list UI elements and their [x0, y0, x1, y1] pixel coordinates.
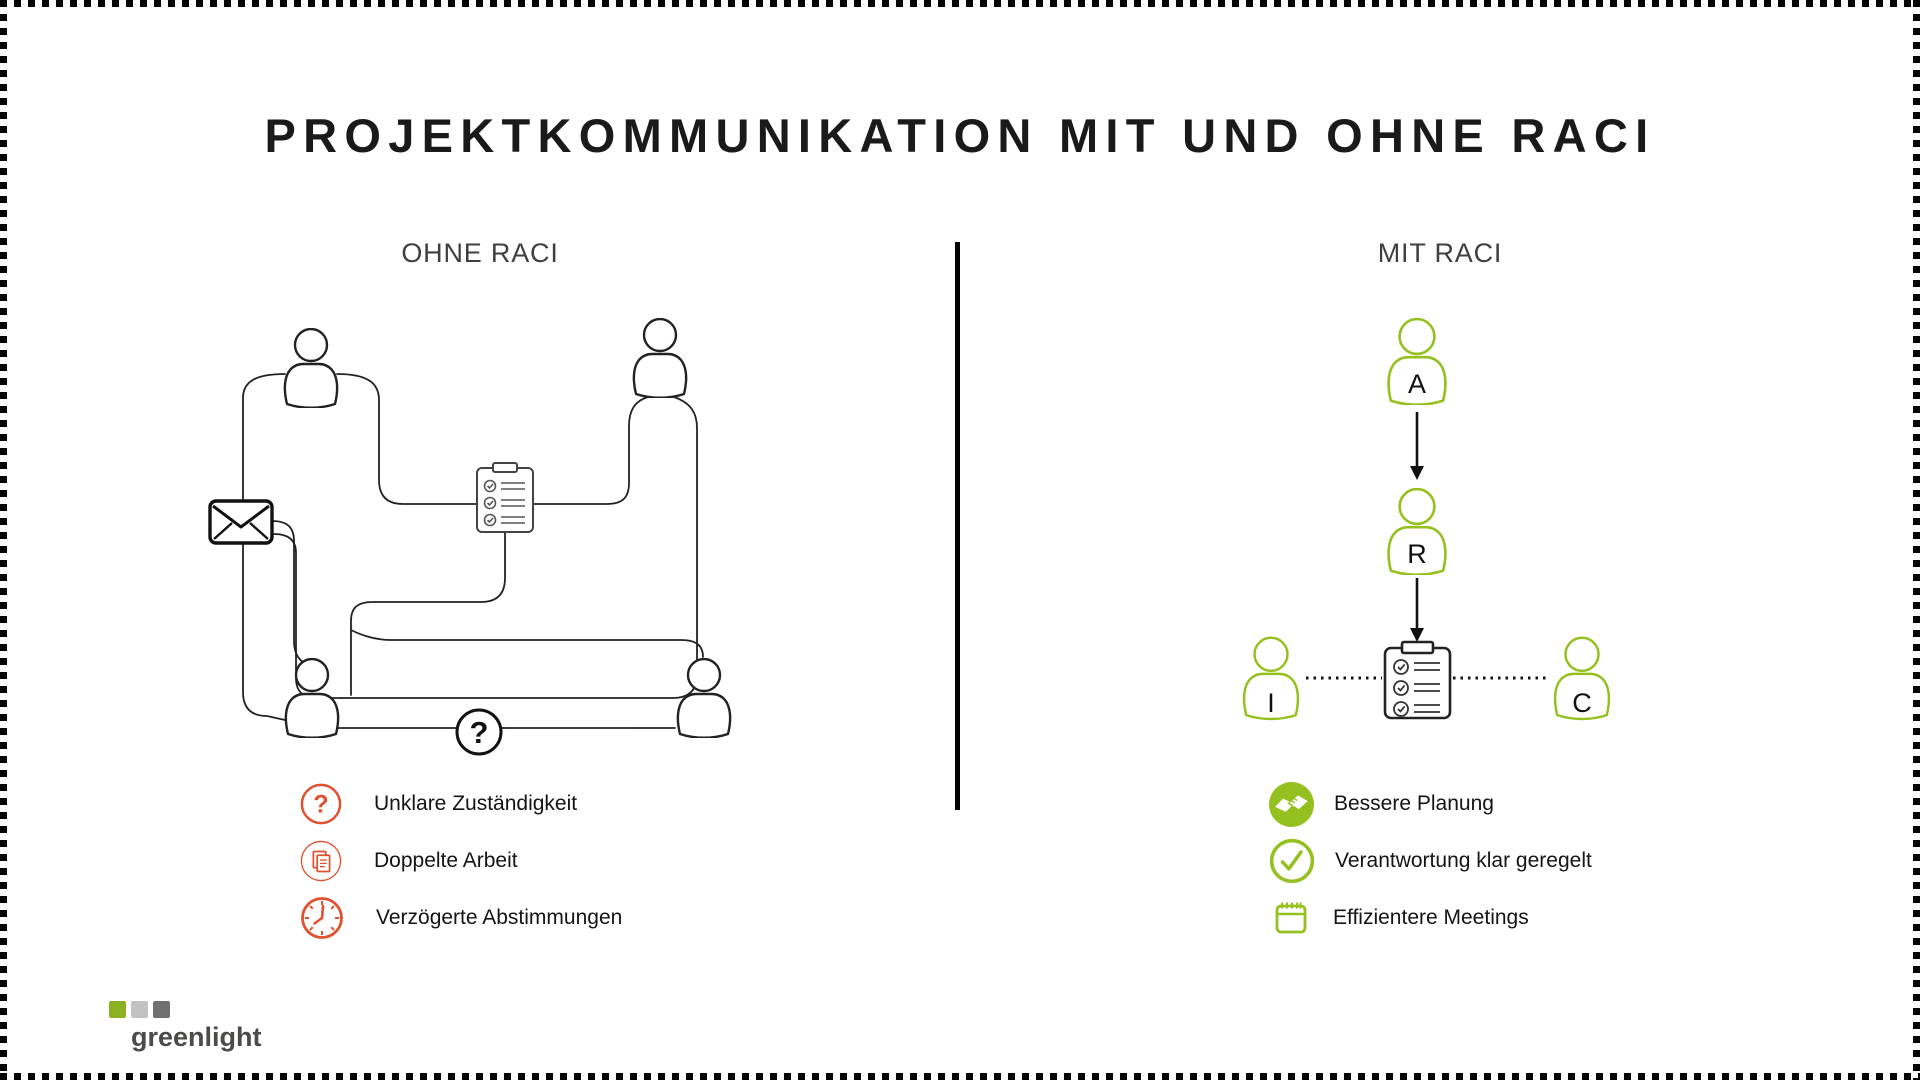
person-r: R: [1387, 488, 1447, 575]
benefit-label: Verantwortung klar geregelt: [1335, 849, 1592, 872]
issue-label: Doppelte Arbeit: [374, 849, 518, 872]
greenlight-logo: greenlight: [109, 1001, 262, 1053]
tangled-connection-lines: [242, 373, 704, 729]
mit-raci-benefits-list: Bessere Planung Verantwortung klar gereg…: [1269, 781, 1592, 952]
logo-square-green: [109, 1001, 126, 1018]
benefit-label: Effizientere Meetings: [1333, 906, 1529, 929]
svg-text:I: I: [1267, 688, 1275, 718]
task-list-icon: [1383, 640, 1452, 720]
dotted-border-top: [0, 0, 1920, 7]
question-mark-node: ?: [455, 708, 503, 756]
person-i: I: [1242, 636, 1300, 721]
svg-text:?: ?: [470, 715, 489, 750]
list-item: Verzögerte Abstimmungen: [300, 895, 622, 941]
person-icon: [283, 328, 339, 408]
task-list-icon: [476, 462, 534, 533]
svg-text:?: ?: [313, 792, 328, 819]
list-item: Doppelte Arbeit: [300, 838, 622, 884]
list-item: Effizientere Meetings: [1269, 895, 1592, 941]
envelope-icon: [208, 499, 274, 545]
ohne-raci-issues-list: ? Unklare Zuständigkeit Doppelte Arbeit: [300, 781, 622, 952]
mit-raci-diagram: A R: [1180, 300, 1680, 740]
clock-icon: [301, 897, 343, 939]
dotted-border-left: [0, 0, 7, 1080]
documents-icon: [300, 840, 342, 882]
issue-label: Verzögerte Abstimmungen: [376, 906, 623, 929]
calendar-icon: [1275, 902, 1307, 934]
arrow-down-icon: [1410, 412, 1424, 480]
person-icon: [284, 658, 340, 738]
section-heading-ohne-raci: OHNE RACI: [401, 238, 559, 268]
handshake-icon: [1269, 781, 1314, 827]
dotted-border-bottom: [0, 1073, 1920, 1080]
logo-square-light-gray: [131, 1001, 148, 1018]
person-c: C: [1553, 636, 1611, 721]
question-icon: ?: [300, 783, 342, 825]
svg-text:A: A: [1408, 369, 1426, 399]
list-item: Bessere Planung: [1269, 781, 1592, 827]
benefit-label: Bessere Planung: [1334, 792, 1494, 815]
page-title: PROJEKTKOMMUNIKATION MIT UND OHNE RACI: [264, 109, 1656, 162]
issue-label: Unklare Zuständigkeit: [374, 792, 578, 815]
svg-text:R: R: [1407, 539, 1427, 569]
person-icon: [676, 658, 732, 738]
logo-text: greenlight: [131, 1022, 262, 1052]
person-icon: [632, 318, 688, 398]
logo-squares: [109, 1001, 262, 1018]
person-a: A: [1387, 318, 1447, 405]
check-icon: [1269, 838, 1315, 884]
arrow-down-icon: [1410, 578, 1424, 642]
list-item: ? Unklare Zuständigkeit: [300, 781, 622, 827]
svg-text:C: C: [1572, 688, 1592, 718]
vertical-divider: [955, 242, 960, 810]
ohne-raci-diagram: ?: [185, 300, 765, 760]
logo-square-dark-gray: [153, 1001, 170, 1018]
section-heading-mit-raci: MIT RACI: [1377, 238, 1503, 268]
list-item: Verantwortung klar geregelt: [1269, 838, 1592, 884]
dotted-border-right: [1913, 0, 1920, 1080]
